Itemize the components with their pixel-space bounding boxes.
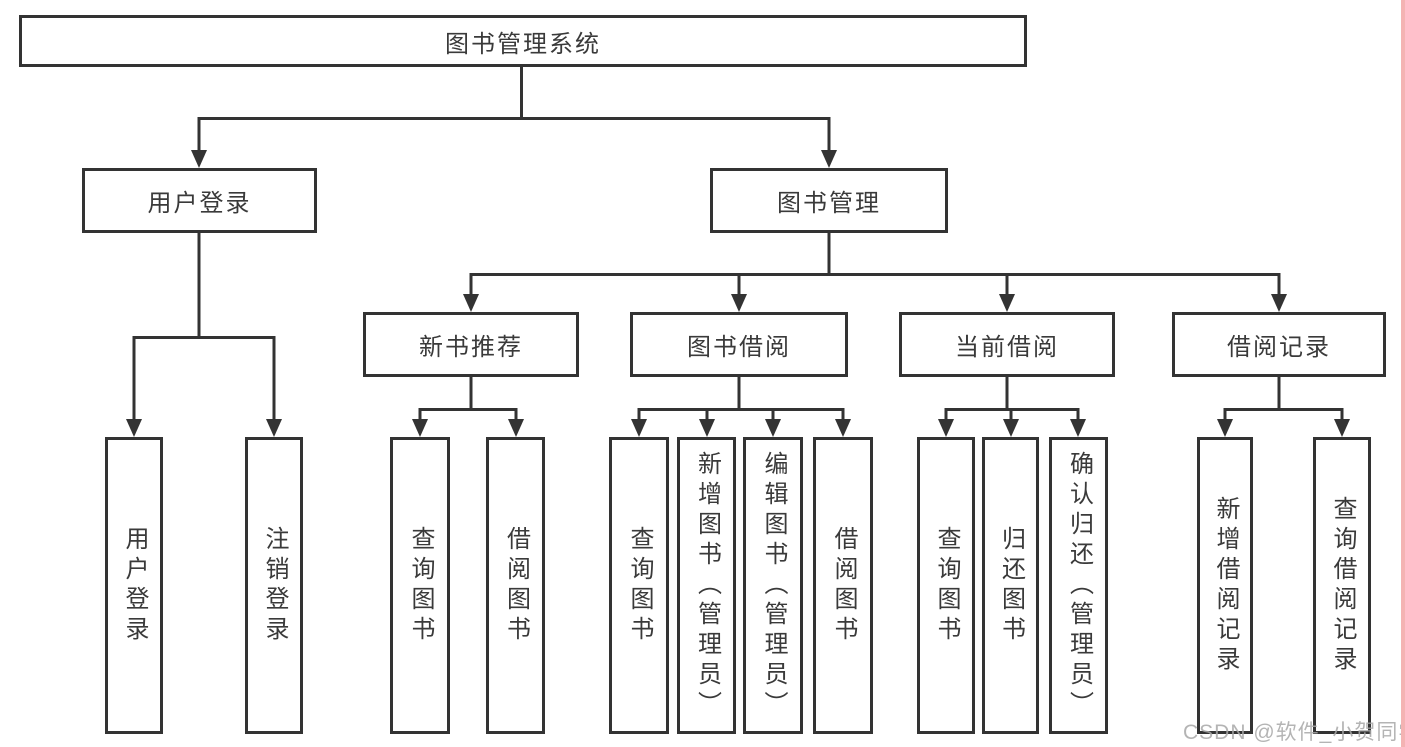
leaf-borrow-books-recommendation: 借阅图书 bbox=[486, 437, 545, 734]
leaf-query-books-borrowing: 查询图书 bbox=[609, 437, 669, 734]
node-label: 用户登录 bbox=[147, 190, 252, 217]
node-current-borrowing: 当前借阅 bbox=[899, 312, 1115, 377]
node-label: 图书管理系统 bbox=[445, 30, 601, 58]
leaf-query-borrow-record: 查询借阅记录 bbox=[1313, 437, 1371, 734]
node-book-management: 图书管理 bbox=[710, 168, 948, 233]
leaf-edit-books-admin: 编辑图书（管理员） bbox=[743, 437, 803, 734]
node-label: 图书管理 bbox=[777, 190, 881, 217]
node-label: 归还图书 bbox=[997, 525, 1025, 646]
leaf-return-books: 归还图书 bbox=[982, 437, 1039, 734]
node-label: 借阅图书 bbox=[502, 525, 530, 646]
node-new-book-recommendation: 新书推荐 bbox=[363, 312, 579, 377]
leaf-query-books-recommendation: 查询图书 bbox=[390, 437, 450, 734]
node-label: 借阅图书 bbox=[830, 525, 857, 646]
node-label: 借阅记录 bbox=[1227, 334, 1331, 361]
node-label: 查询图书 bbox=[933, 525, 960, 646]
node-label: 新增借阅记录 bbox=[1212, 495, 1239, 676]
connector-user-login bbox=[126, 233, 282, 437]
leaf-user-login: 用户登录 bbox=[105, 437, 163, 734]
node-label: 新书推荐 bbox=[419, 334, 523, 361]
leaf-confirm-return-admin: 确认归还（管理员） bbox=[1049, 437, 1108, 734]
node-label: 当前借阅 bbox=[955, 334, 1059, 361]
node-label: 查询借阅记录 bbox=[1329, 495, 1356, 676]
leaf-logout: 注销登录 bbox=[245, 437, 303, 734]
node-borrowing-records: 借阅记录 bbox=[1172, 312, 1386, 377]
leaf-add-borrow-record: 新增借阅记录 bbox=[1197, 437, 1253, 734]
leaf-borrow-books: 借阅图书 bbox=[813, 437, 873, 734]
node-label: 确认归还（管理员） bbox=[1065, 450, 1093, 721]
connector-new-book-recommendation bbox=[412, 377, 524, 437]
connector-current-borrowing bbox=[938, 377, 1086, 437]
leaf-query-books-current: 查询图书 bbox=[917, 437, 975, 734]
csdn-accent-strip bbox=[1401, 0, 1405, 747]
node-label: 新增图书（管理员） bbox=[693, 450, 721, 721]
connector-book-borrowing bbox=[631, 377, 851, 437]
node-label: 编辑图书（管理员） bbox=[760, 450, 787, 721]
connector-root bbox=[191, 67, 837, 168]
leaf-add-books-admin: 新增图书（管理员） bbox=[677, 437, 736, 734]
connector-book-management bbox=[463, 233, 1287, 312]
node-label: 注销登录 bbox=[261, 525, 288, 646]
node-label: 查询图书 bbox=[407, 525, 434, 646]
node-library-management-system: 图书管理系统 bbox=[19, 15, 1027, 67]
node-label: 图书借阅 bbox=[687, 334, 791, 361]
node-label: 查询图书 bbox=[626, 525, 653, 646]
csdn-watermark: CSDN @软件_小贺同学 bbox=[1183, 721, 1405, 744]
connector-borrowing-records bbox=[1217, 377, 1350, 437]
node-user-login: 用户登录 bbox=[82, 168, 317, 233]
node-label: 用户登录 bbox=[121, 525, 148, 646]
node-book-borrowing: 图书借阅 bbox=[630, 312, 848, 377]
